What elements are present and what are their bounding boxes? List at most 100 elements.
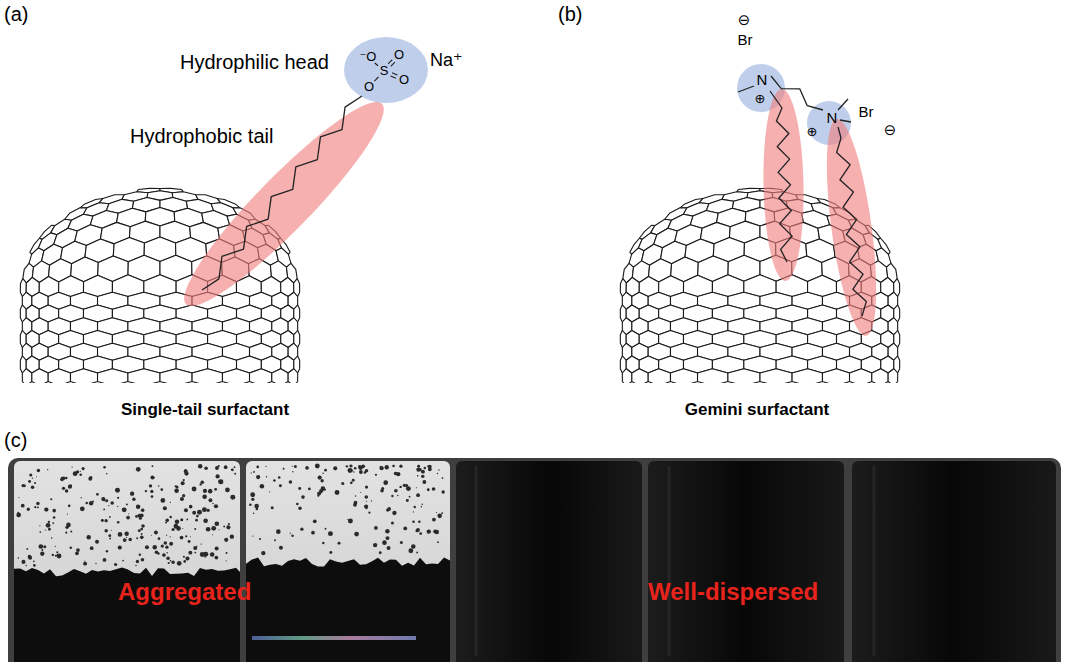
carbon-speck xyxy=(83,562,87,566)
carbon-speck xyxy=(140,536,144,540)
vial xyxy=(852,461,1056,662)
carbon-speck xyxy=(417,475,419,477)
carbon-speck xyxy=(228,523,230,525)
carbon-speck xyxy=(215,474,219,478)
carbon-speck xyxy=(385,529,389,533)
carbon-speck xyxy=(166,557,170,561)
carbon-speck xyxy=(46,523,51,528)
carbon-speck xyxy=(438,469,439,470)
carbon-speck xyxy=(175,527,177,529)
carbon-speck xyxy=(48,528,51,531)
carbon-speck xyxy=(122,507,127,512)
carbon-speck xyxy=(365,507,367,509)
atom-label: ⁻O xyxy=(360,50,377,65)
carbon-speck xyxy=(65,489,68,492)
carbon-speck xyxy=(184,508,188,512)
carbon-speck xyxy=(298,487,301,490)
carbon-speck xyxy=(276,529,281,534)
carbon-speck xyxy=(184,469,186,471)
carbon-speck xyxy=(353,471,354,472)
carbon-speck xyxy=(414,506,416,508)
carbon-speck xyxy=(392,465,395,468)
carbon-speck xyxy=(186,519,188,521)
carbon-speck xyxy=(55,546,56,547)
carbon-speck xyxy=(397,495,398,496)
carbon-speck xyxy=(52,522,54,524)
carbon-speck xyxy=(203,518,208,523)
alkyl-chain xyxy=(770,91,782,108)
carbon-speck xyxy=(177,561,182,566)
carbon-speck xyxy=(37,469,41,473)
carbon-speck xyxy=(224,465,228,469)
hexagon-ring xyxy=(760,369,792,383)
panel-label: (b) xyxy=(558,3,582,26)
gemini-molecule xyxy=(737,64,886,339)
carbon-speck xyxy=(211,526,216,531)
carbon-speck xyxy=(406,499,409,502)
carbon-speck xyxy=(21,560,25,564)
carbon-speck xyxy=(48,521,50,523)
carbon-speck xyxy=(172,528,175,531)
carbon-speck xyxy=(394,489,398,493)
carbon-speck xyxy=(101,497,105,501)
carbon-speck xyxy=(215,556,219,560)
carbon-speck xyxy=(135,515,138,518)
carbon-speck xyxy=(271,506,274,509)
carbon-speck xyxy=(170,502,171,503)
carbon-speck xyxy=(56,551,58,553)
carbon-speck xyxy=(181,481,185,485)
carbon-speck xyxy=(185,556,189,560)
vial-clear-liquid xyxy=(14,461,240,662)
carbon-speck xyxy=(109,538,111,540)
carbon-speck xyxy=(421,503,423,505)
carbon-speck xyxy=(209,498,213,502)
carbon-speck xyxy=(194,528,196,530)
carbon-speck xyxy=(21,484,24,487)
carbon-speck xyxy=(214,488,217,491)
carbon-speck xyxy=(130,491,134,495)
carbon-speck xyxy=(335,490,340,495)
carbon-speck xyxy=(42,553,44,555)
carbon-speck xyxy=(44,507,48,511)
alkyl-chain xyxy=(838,127,841,138)
carbon-speck xyxy=(73,471,78,476)
photo-background xyxy=(8,458,1061,662)
carbon-speck xyxy=(196,546,197,547)
carbon-speck xyxy=(117,506,118,507)
carbon-speck xyxy=(104,529,108,533)
carbon-speck xyxy=(192,487,197,492)
carbon-speck xyxy=(140,514,144,518)
carbon-speck xyxy=(197,510,202,515)
carbon-speck xyxy=(56,554,59,557)
carbon-speck xyxy=(300,528,303,531)
carbon-speck xyxy=(204,466,208,470)
carbon-speck xyxy=(141,524,145,528)
carbon-speck xyxy=(118,532,123,537)
carbon-speck xyxy=(122,560,124,562)
carbon-speck xyxy=(195,519,198,522)
carbon-speck xyxy=(298,507,301,510)
carbon-speck xyxy=(180,536,184,540)
carbon-speck xyxy=(165,521,167,523)
carbon-speck xyxy=(34,482,36,484)
carbon-speck xyxy=(126,537,127,538)
carbon-speck xyxy=(111,530,112,531)
carbon-speck xyxy=(92,501,94,503)
carbon-speck xyxy=(406,486,411,491)
carbon-speck xyxy=(253,512,255,514)
carbon-speck xyxy=(435,530,439,534)
carbon-speck xyxy=(196,515,199,518)
carbon-speck xyxy=(442,477,444,479)
carbon-speck xyxy=(251,498,254,501)
carbon-speck xyxy=(168,562,170,564)
carbon-speck xyxy=(193,546,197,550)
carbon-speck xyxy=(117,497,119,499)
carbon-speck xyxy=(103,558,107,562)
carbon-speck xyxy=(33,564,36,567)
carbon-speck xyxy=(416,552,418,554)
carbon-speck xyxy=(392,511,396,515)
charge-symbol: ⊖ xyxy=(738,11,751,28)
carbon-speck xyxy=(349,469,353,473)
carbon-speck xyxy=(315,464,320,469)
